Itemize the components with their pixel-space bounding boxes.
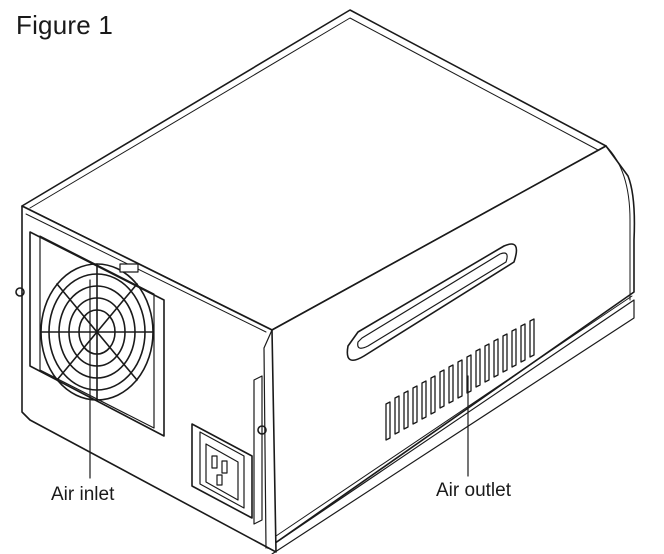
air-outlet-vents xyxy=(385,318,535,441)
side-bracket xyxy=(253,375,263,525)
air-outlet-label: Air outlet xyxy=(436,480,511,501)
air-inlet-label: Air inlet xyxy=(51,484,115,505)
handle-slot xyxy=(346,243,518,362)
power-inlet xyxy=(191,423,253,519)
fan-assembly xyxy=(29,231,165,437)
fan-grille-icon xyxy=(40,263,154,401)
figure-title: Figure 1 xyxy=(16,10,113,40)
